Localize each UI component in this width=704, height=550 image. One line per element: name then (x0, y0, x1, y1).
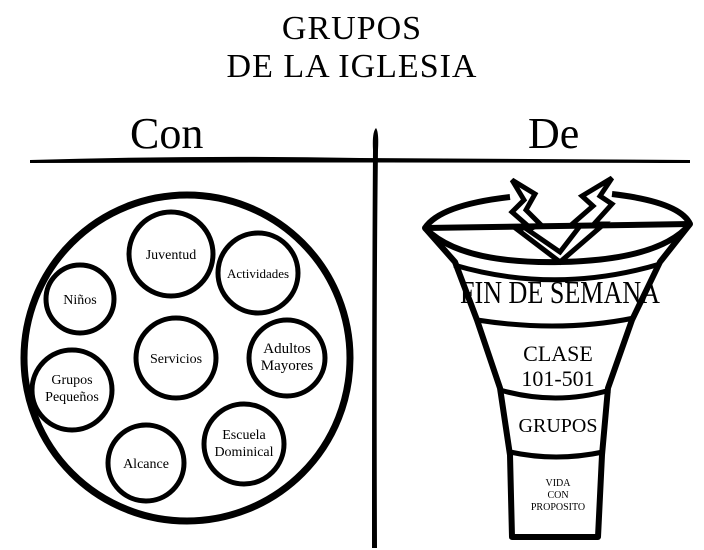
group-circle-ninos: Niños (43, 262, 117, 336)
group-label-ninos: Niños (63, 293, 96, 308)
funnel-rim-right (611, 191, 693, 226)
group-label-juventud: Juventud (146, 248, 197, 263)
funnel-tier-grupos: GRUPOS (519, 415, 598, 437)
diagram-title-line-1: GRUPOS (281, 10, 423, 47)
funnel-rim-front (422, 222, 693, 266)
group-label-servicios: Servicios (150, 352, 202, 367)
funnel-tier-con: CON (547, 490, 568, 501)
horizontal-divider (30, 156, 690, 163)
diagram-title-line-2: DE LA IGLESIA (226, 48, 478, 85)
funnel-tier-vida: VIDA (546, 478, 572, 489)
funnel-tier-fin-de-semana: FIN DE SEMANA (460, 274, 660, 310)
funnel-band-1-bottom (476, 315, 635, 329)
group-label-actividades: Actividades (227, 266, 289, 281)
funnel-tier-clase-numbers: 101-501 (521, 366, 594, 391)
groups-container-circle (20, 191, 354, 525)
vertical-divider (372, 128, 379, 548)
funnel-band-1-top (453, 261, 661, 283)
group-label-alcance: Alcance (123, 457, 169, 472)
group-circle-juventud: Juventud (126, 209, 216, 299)
group-circle-actividades: Actividades (215, 230, 301, 316)
funnel-tier-clase: CLASE (523, 341, 593, 366)
funnel-band-2-bottom (499, 387, 611, 401)
funnel: FIN DE SEMANA CLASE 101-501 GRUPOS VIDA … (422, 175, 693, 540)
group-circle-alcance: Alcance (105, 422, 187, 504)
funnel-band-3-bottom (509, 449, 604, 460)
funnel-tier-proposito: PROPOSITO (531, 502, 585, 513)
funnel-rim-left (422, 194, 511, 230)
group-circle-servicios: Servicios (133, 315, 219, 401)
right-column-heading: De (528, 109, 580, 158)
left-column-heading: Con (130, 109, 204, 158)
funnel-arrow-icon (508, 175, 616, 266)
